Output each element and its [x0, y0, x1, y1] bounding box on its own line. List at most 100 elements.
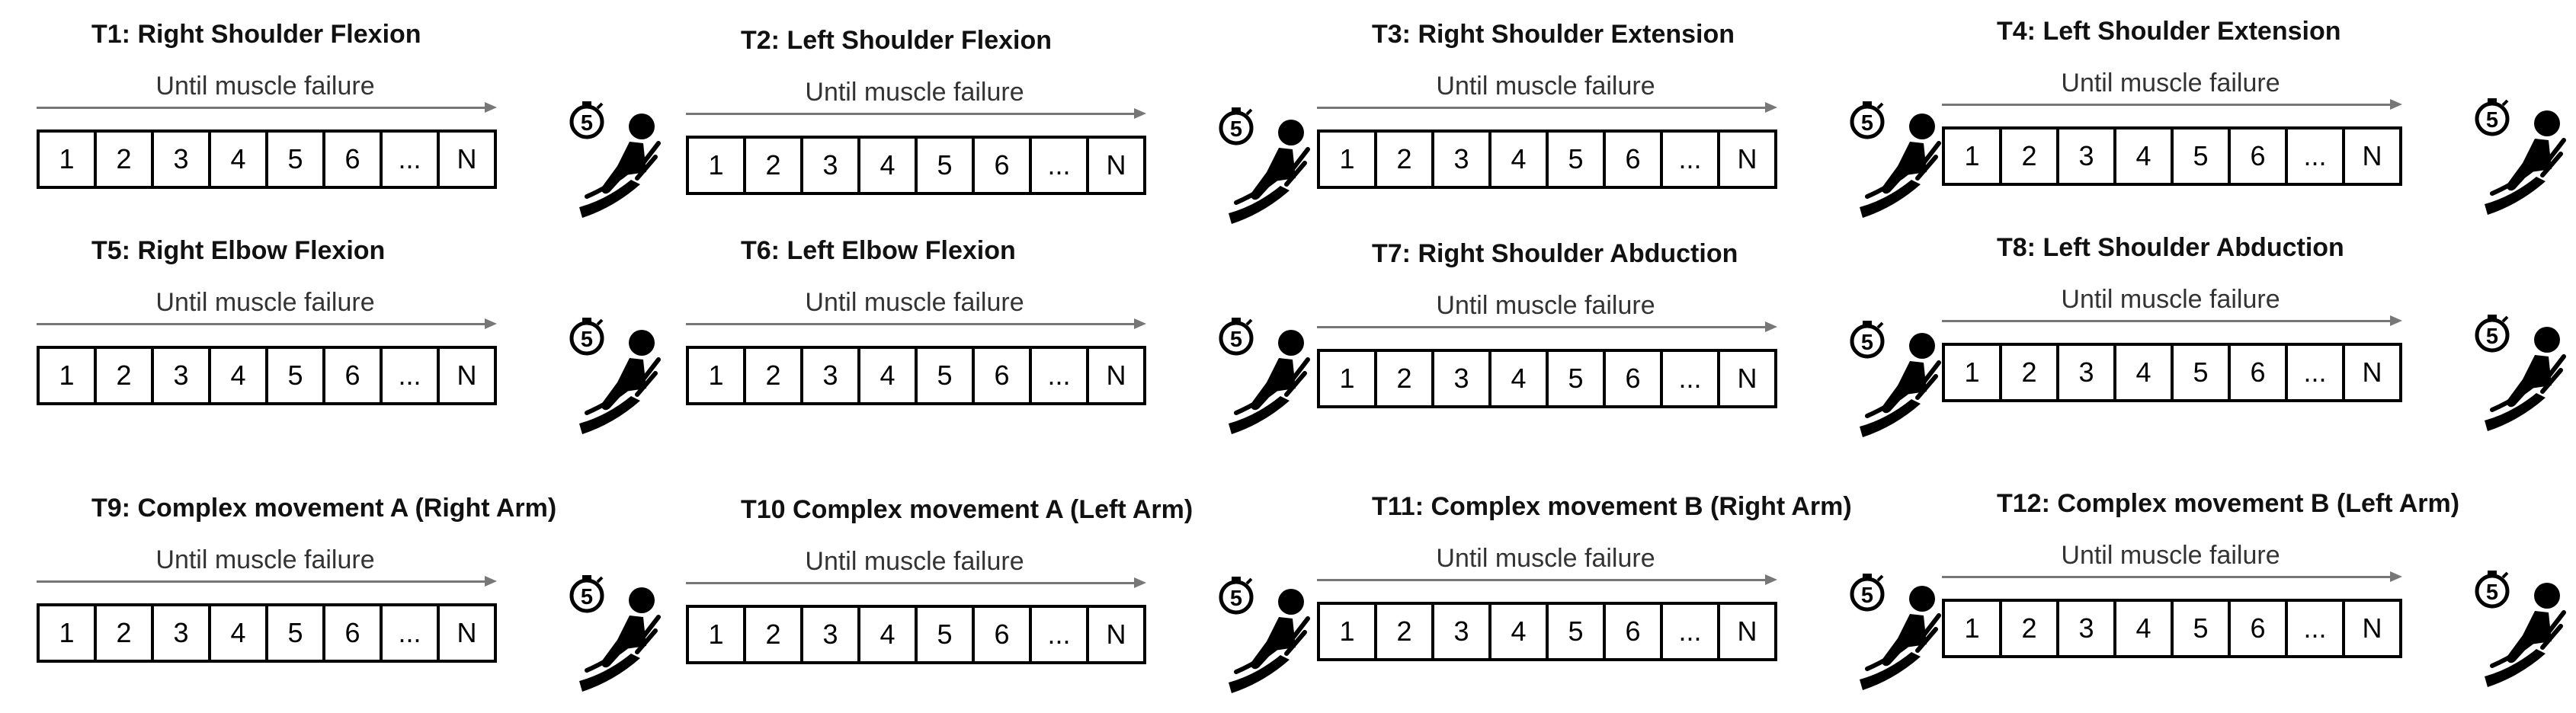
- task-block: T10 Complex movement A (Left Arm)Until m…: [686, 495, 1311, 708]
- repetition-cell: 4: [208, 349, 265, 402]
- repetition-cell: 5: [265, 606, 322, 660]
- repetition-cell: N: [437, 606, 494, 660]
- progress-arrow-line: [1317, 579, 1768, 581]
- repetition-cell: N: [1717, 605, 1774, 658]
- repetition-cell: 1: [708, 360, 724, 391]
- rest-timer-value: 5: [1230, 117, 1242, 142]
- repetition-cell: 1: [708, 619, 724, 650]
- repetition-cell: 4: [857, 608, 915, 661]
- repetition-cell: 4: [1488, 352, 1546, 405]
- repetition-cell: 4: [208, 133, 265, 186]
- repetition-cell: 6: [1603, 352, 1660, 405]
- arrow-label: Until muscle failure: [805, 547, 1024, 576]
- repetition-cell: 5: [915, 139, 972, 192]
- repetition-cell: 3: [2056, 602, 2113, 655]
- repetition-cell: ...: [380, 606, 437, 660]
- repetition-cell: 6: [322, 133, 380, 186]
- repetition-cell: 4: [857, 139, 915, 192]
- repetition-cell: 6: [1603, 605, 1660, 658]
- repetition-cell: 1: [59, 143, 75, 174]
- task-title: T9: Complex movement A (Right Arm): [91, 494, 557, 523]
- repetition-cell: 6: [2228, 602, 2285, 655]
- arrow-label: Until muscle failure: [155, 545, 375, 574]
- repetition-cell: 1: [59, 360, 75, 391]
- arrow-label: Until muscle failure: [805, 288, 1024, 317]
- arrow-head-icon: [2390, 315, 2402, 326]
- repetition-cell: ...: [1660, 352, 1717, 405]
- rest-timer-value: 5: [581, 111, 593, 136]
- repetition-cell: N: [2342, 346, 2399, 399]
- task-title: T7: Right Shoulder Abduction: [1372, 239, 1738, 268]
- repetition-cell: 3: [2056, 346, 2113, 399]
- repetition-cell: 5: [1546, 352, 1603, 405]
- repetition-cell: 2: [1374, 133, 1431, 186]
- repetition-cell: 3: [151, 606, 208, 660]
- repetition-cell: 5: [265, 349, 322, 402]
- arrow-head-icon: [1134, 318, 1146, 329]
- repetition-cell: 5: [915, 608, 972, 661]
- repetition-cell: 3: [800, 139, 857, 192]
- arrow-head-icon: [1134, 108, 1146, 119]
- repetition-cell: 3: [151, 349, 208, 402]
- arrow-head-icon: [485, 318, 497, 329]
- repetition-cell: ...: [1660, 605, 1717, 658]
- repetition-cell: 5: [915, 349, 972, 402]
- repetition-cell: 1: [1964, 356, 1980, 388]
- repetition-cell: ...: [2285, 602, 2342, 655]
- rest-timer-value: 5: [1230, 328, 1242, 352]
- arrow-label: Until muscle failure: [2061, 541, 2280, 570]
- progress-arrow-line: [1317, 326, 1768, 328]
- repetition-cell: ...: [380, 133, 437, 186]
- repetition-cell: N: [1086, 608, 1143, 661]
- arrow-head-icon: [1765, 321, 1777, 332]
- repetition-cell: 5: [265, 133, 322, 186]
- seated-rest-timer-icon: 5: [1213, 574, 1312, 696]
- task-title: T1: Right Shoulder Flexion: [91, 20, 421, 49]
- task-title: T5: Right Elbow Flexion: [91, 236, 386, 265]
- rest-timer-value: 5: [1230, 587, 1242, 611]
- repetition-cell: 1: [1964, 140, 1980, 171]
- task-title: T12: Complex movement B (Left Arm): [1997, 489, 2460, 518]
- repetition-cell: 5: [1546, 605, 1603, 658]
- rest-timer-value: 5: [1861, 331, 1873, 355]
- progress-arrow-line: [37, 107, 488, 109]
- repetition-cell: 1: [1339, 615, 1355, 647]
- task-title: T3: Right Shoulder Extension: [1372, 20, 1735, 49]
- repetition-cell: ...: [1029, 139, 1086, 192]
- repetition-cell: 6: [322, 349, 380, 402]
- repetition-cell: 1: [708, 149, 724, 181]
- task-block: T12: Complex movement B (Left Arm) Until …: [1942, 489, 2567, 702]
- rest-timer-value: 5: [581, 585, 593, 609]
- repetition-cell: 2: [1374, 352, 1431, 405]
- arrow-label: Until muscle failure: [155, 72, 375, 101]
- seated-rest-timer-icon: 5: [1844, 99, 1943, 221]
- repetition-cell: ...: [2285, 129, 2342, 183]
- arrow-label: Until muscle failure: [2061, 69, 2280, 98]
- repetition-cell: 1: [1339, 363, 1355, 394]
- rest-timer-value: 5: [2486, 325, 2498, 349]
- progress-arrow-line: [1942, 576, 2393, 578]
- arrow-label: Until muscle failure: [1436, 72, 1655, 101]
- arrow-label: Until muscle failure: [2061, 285, 2280, 314]
- arrow-head-icon: [2390, 99, 2402, 110]
- task-block: T11: Complex movement B (Right Arm)Until…: [1317, 492, 1942, 705]
- repetition-cell: N: [2342, 602, 2399, 655]
- seated-rest-timer-icon: 5: [1844, 571, 1943, 693]
- repetition-cell: 2: [1999, 346, 2056, 399]
- repetition-cell: 2: [94, 133, 151, 186]
- repetition-cell: 6: [1603, 133, 1660, 186]
